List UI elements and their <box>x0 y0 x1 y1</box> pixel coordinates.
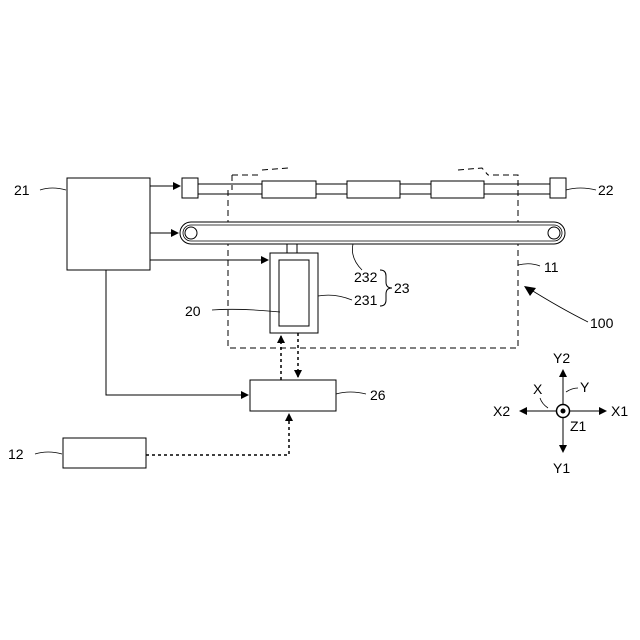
leader-12 <box>35 452 62 454</box>
label-12: 12 <box>8 446 24 462</box>
connector-232 <box>287 244 297 253</box>
device-box-12 <box>63 438 146 468</box>
pulley-right <box>548 227 560 239</box>
leader-11 <box>518 264 540 266</box>
axis-label-x2: X2 <box>493 403 510 419</box>
rail-block-2 <box>347 181 400 198</box>
component-20-inner <box>279 260 309 326</box>
label-231: 231 <box>354 292 378 308</box>
brace-23 <box>380 270 392 306</box>
leader-231 <box>318 295 352 300</box>
leader-21 <box>40 188 66 190</box>
leader-axis-y <box>566 388 578 392</box>
unit-box-26 <box>250 380 336 411</box>
arrow-21-to-26 <box>106 270 248 395</box>
leader-232 <box>352 244 362 270</box>
pulley-left <box>185 227 197 239</box>
label-11: 11 <box>544 259 559 275</box>
label-21: 21 <box>14 182 30 198</box>
axis-label-y1: Y1 <box>553 460 570 476</box>
label-23: 23 <box>394 280 410 296</box>
leader-axis-x <box>540 398 548 408</box>
housing-top-right-dashes <box>458 168 488 175</box>
axis-label-x1: X1 <box>611 403 628 419</box>
rail-end-right <box>550 178 566 198</box>
control-box-21 <box>67 178 150 270</box>
dashed-arrow-12-to-26 <box>146 414 289 455</box>
leader-100-arrowhead <box>524 286 536 296</box>
label-22: 22 <box>598 182 614 198</box>
label-20: 20 <box>185 303 201 319</box>
rail-block-1 <box>262 181 316 198</box>
leader-22 <box>566 188 596 190</box>
axis-label-y2: Y2 <box>553 350 570 366</box>
leader-100 <box>528 288 588 322</box>
label-26: 26 <box>370 387 386 403</box>
axis-label-y: Y <box>580 379 590 395</box>
rail-end-left <box>182 178 198 198</box>
leader-26 <box>336 392 366 394</box>
axis-label-x: X <box>533 381 543 397</box>
label-232: 232 <box>354 269 378 285</box>
axis-z1-dot <box>561 409 566 414</box>
rail-block-3 <box>431 181 484 198</box>
label-100: 100 <box>590 315 614 331</box>
axis-label-z1: Z1 <box>570 418 587 434</box>
